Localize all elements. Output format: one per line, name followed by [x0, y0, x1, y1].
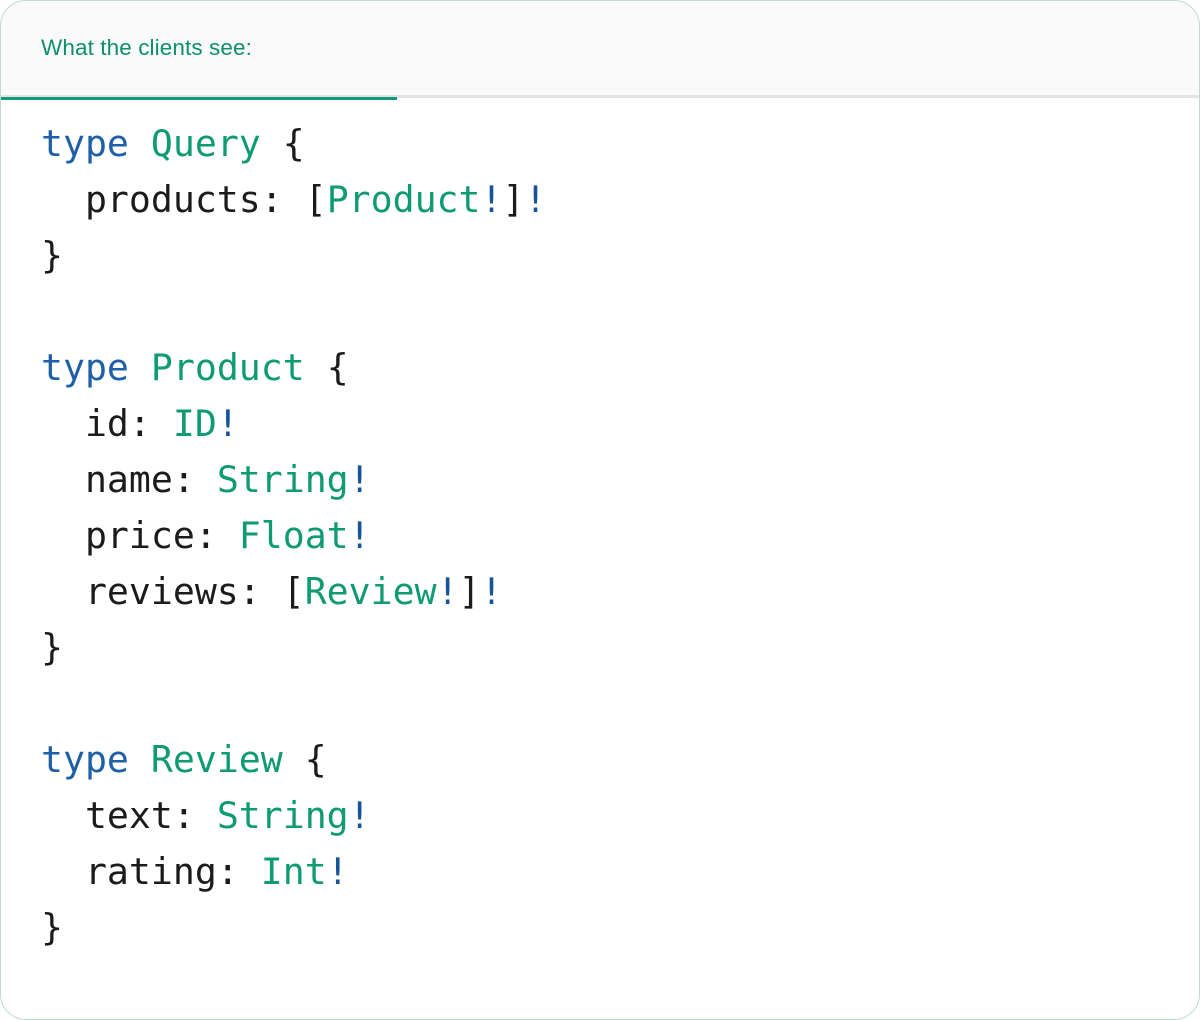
code-token: { [260, 122, 305, 165]
code-line: text: String! [41, 788, 1199, 844]
code-token: { [282, 738, 327, 781]
code-token: } [41, 234, 63, 277]
code-line: type Review { [41, 732, 1199, 788]
code-token: String [216, 458, 349, 501]
code-token: ! [480, 178, 503, 221]
code-token: { [304, 346, 349, 389]
code-token: Int [260, 850, 327, 893]
code-line: reviews: [Review!]! [41, 564, 1199, 620]
code-line: type Product { [41, 340, 1199, 396]
code-body: type Query { products: [Product!]!}type … [1, 98, 1199, 956]
code-token: price: [41, 514, 239, 557]
tab-strip: What the clients see: [1, 1, 1199, 100]
code-token: ! [216, 402, 239, 445]
code-line: id: ID! [41, 396, 1199, 452]
code-line: rating: Int! [41, 844, 1199, 900]
code-token: } [41, 906, 63, 949]
code-token: Product [326, 178, 481, 221]
code-token: ! [326, 850, 349, 893]
code-line [41, 284, 1199, 340]
code-token: type [41, 122, 129, 165]
code-line: price: Float! [41, 508, 1199, 564]
code-token: type [41, 738, 129, 781]
code-token [129, 346, 151, 389]
code-token [129, 738, 151, 781]
code-line: } [41, 228, 1199, 284]
code-token: rating: [41, 850, 261, 893]
code-token: type [41, 346, 129, 389]
code-root: type Query { products: [Product!]!}type … [41, 116, 1199, 956]
code-token: ! [480, 570, 503, 613]
tab-label: What the clients see: [41, 35, 252, 60]
code-line: } [41, 900, 1199, 956]
graphql-schema-code: type Query { products: [Product!]!}type … [41, 116, 1199, 956]
code-token: reviews: [ [41, 570, 305, 613]
code-line [41, 676, 1199, 732]
code-token: products: [ [41, 178, 327, 221]
code-token: text: [41, 794, 217, 837]
code-token: Query [150, 122, 261, 165]
code-line: products: [Product!]! [41, 172, 1199, 228]
code-token: ] [502, 178, 525, 221]
code-token: ! [524, 178, 547, 221]
code-token: name: [41, 458, 217, 501]
code-token [129, 122, 151, 165]
code-token: ! [348, 458, 371, 501]
code-token: Review [304, 570, 437, 613]
code-token: } [41, 626, 63, 669]
code-token: ! [348, 794, 371, 837]
code-token: ! [436, 570, 459, 613]
code-line: type Query { [41, 116, 1199, 172]
code-token: ! [348, 514, 371, 557]
code-token: id: [41, 402, 173, 445]
tab-active-underline [1, 96, 397, 100]
code-token: Review [150, 738, 283, 781]
code-line: } [41, 620, 1199, 676]
tab-what-the-clients-see[interactable]: What the clients see: [1, 1, 397, 100]
code-token: Float [238, 514, 349, 557]
code-line: name: String! [41, 452, 1199, 508]
code-token: ID [172, 402, 217, 445]
code-token: ] [458, 570, 481, 613]
code-token: String [216, 794, 349, 837]
code-token: Product [150, 346, 305, 389]
